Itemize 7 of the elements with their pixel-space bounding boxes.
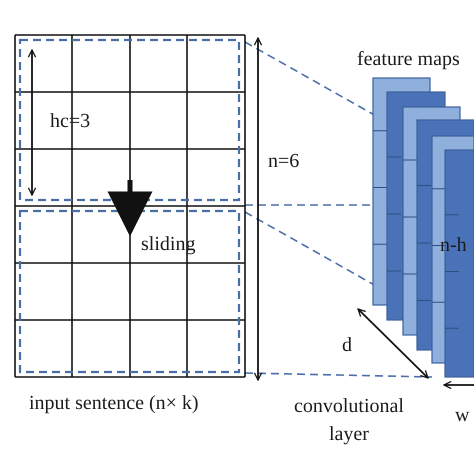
dimension-label: d (342, 334, 352, 356)
axis-label: feature maps (357, 48, 460, 70)
caption-text: convolutional layer (293, 394, 405, 447)
dimension-label: n=6 (268, 150, 300, 172)
dimension-label: w (455, 404, 470, 426)
caption-text: input sentence (n× k) (29, 392, 199, 414)
dimension-label: n-h (440, 234, 467, 256)
